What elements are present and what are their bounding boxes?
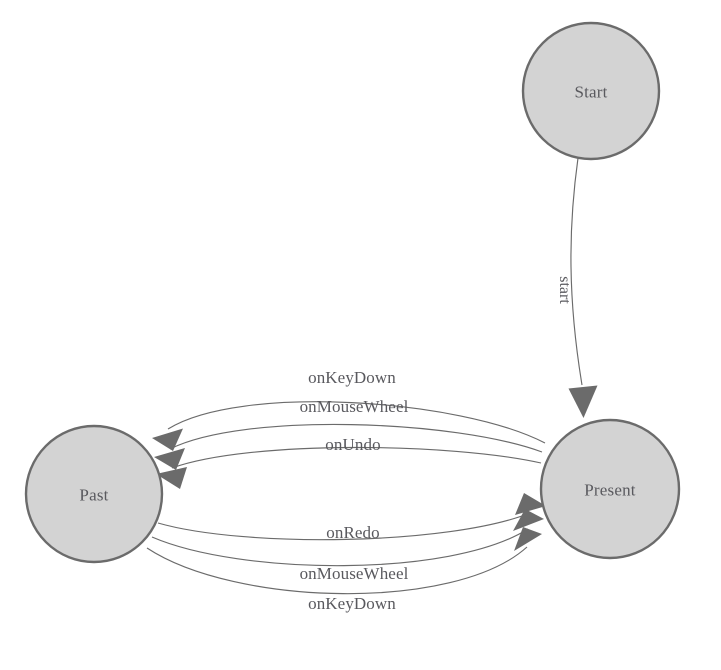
edge-label-past-present-onmousewheel: onMouseWheel	[300, 564, 409, 583]
node-past-label: Past	[79, 486, 108, 505]
arrowhead-past-present-3	[514, 527, 542, 551]
edge-label-past-present-onredo: onRedo	[326, 523, 379, 542]
edge-label-past-present-onkeydown: onKeyDown	[308, 594, 396, 613]
arrowhead-past-present-1	[515, 493, 546, 515]
node-past-circle	[24, 424, 164, 564]
arrowhead-past-present-2	[513, 509, 544, 531]
edge-label-present-past-onundo: onUndo	[325, 435, 380, 454]
edge-present-to-past-onmousewheel[interactable]: onMouseWheel	[154, 397, 543, 470]
edge-present-to-past-onundo[interactable]: onUndo	[156, 435, 542, 489]
node-start-circle	[521, 21, 661, 161]
arrowhead-start-present	[568, 385, 598, 418]
arrowhead-present-past-1	[152, 428, 183, 451]
edge-label-present-past-onkeydown: onKeyDown	[308, 368, 396, 387]
node-start[interactable]: Start	[521, 21, 661, 161]
edge-present-to-past-onkeydown[interactable]: onKeyDown	[152, 368, 546, 451]
node-present-circle	[539, 418, 681, 560]
edge-path-start-present	[570, 157, 583, 386]
arrowhead-present-past-3	[156, 467, 187, 489]
node-past[interactable]: Past	[24, 424, 164, 564]
node-present-label: Present	[584, 481, 636, 500]
edge-label-start: start	[556, 276, 573, 304]
node-present[interactable]: Present	[539, 418, 681, 560]
edge-path-past-present-3	[146, 546, 528, 595]
edge-start-to-present[interactable]: start	[556, 157, 598, 418]
edge-label-present-past-onmousewheel: onMouseWheel	[300, 397, 409, 416]
edge-past-to-present-onmousewheel[interactable]: onMouseWheel	[151, 509, 544, 583]
edge-path-past-present-2	[151, 528, 529, 567]
edge-past-to-present-onkeydown[interactable]: onKeyDown	[146, 527, 542, 613]
edge-past-to-present-onredo[interactable]: onRedo	[157, 493, 546, 542]
edge-path-present-past-2	[169, 423, 543, 453]
edge-path-past-present-1	[157, 512, 531, 541]
node-start-label: Start	[574, 83, 607, 102]
edge-path-present-past-3	[171, 446, 542, 469]
edge-path-present-past-1	[167, 401, 546, 444]
arrowhead-present-past-2	[154, 448, 185, 470]
